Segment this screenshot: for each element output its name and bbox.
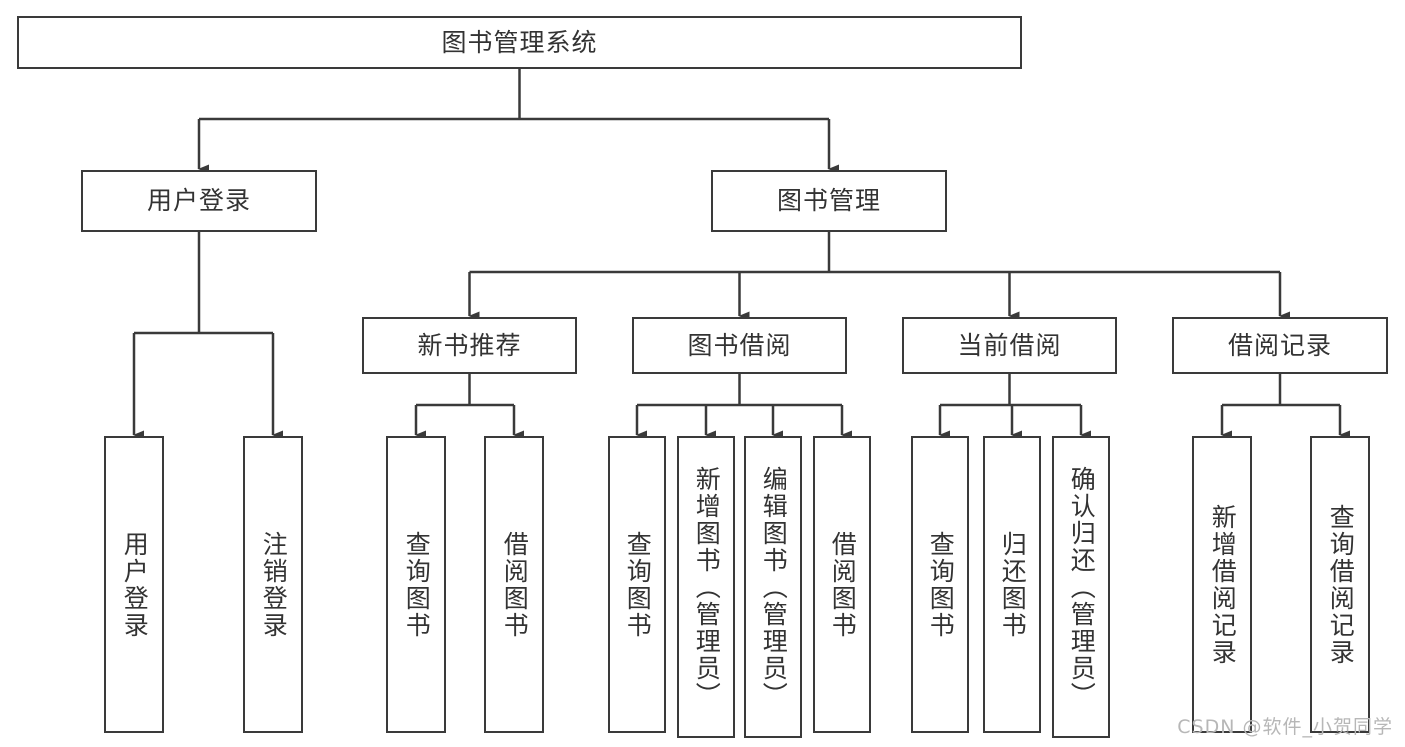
node-leaf-nb-borrow[interactable]: 借阅图书 [484, 436, 544, 733]
node-label: 查询图书 [926, 530, 956, 639]
node-leaf-bw-edit[interactable]: 编辑图书（管理员） [744, 436, 802, 738]
node-label: 借阅记录 [1227, 330, 1332, 360]
node-label: 编辑图书（管理员） [759, 465, 789, 709]
node-label: 借阅图书 [828, 530, 858, 639]
node-borrow[interactable]: 图书借阅 [632, 317, 847, 374]
node-label: 借阅图书 [500, 530, 530, 639]
node-leaf-user-logout[interactable]: 注销登录 [243, 436, 303, 733]
node-login[interactable]: 用户登录 [81, 170, 317, 232]
node-label: 新增借阅记录 [1208, 503, 1238, 666]
node-label: 图书管理 [776, 186, 881, 216]
edges-group [132, 69, 1350, 440]
node-current[interactable]: 当前借阅 [902, 317, 1117, 374]
node-leaf-rec-query[interactable]: 查询借阅记录 [1310, 436, 1370, 733]
node-leaf-bw-query[interactable]: 查询图书 [608, 436, 666, 733]
node-label: 注销登录 [259, 530, 289, 639]
node-leaf-cur-confirm[interactable]: 确认归还（管理员） [1052, 436, 1110, 738]
node-root[interactable]: 图书管理系统 [17, 16, 1022, 69]
node-label: 新增图书（管理员） [692, 465, 722, 709]
node-leaf-cur-return[interactable]: 归还图书 [983, 436, 1041, 733]
node-label: 用户登录 [146, 186, 251, 216]
node-label: 图书管理系统 [441, 27, 598, 57]
node-label: 查询借阅记录 [1326, 503, 1356, 666]
node-label: 用户登录 [120, 530, 150, 639]
node-leaf-cur-query[interactable]: 查询图书 [911, 436, 969, 733]
node-leaf-rec-add[interactable]: 新增借阅记录 [1192, 436, 1252, 733]
node-records[interactable]: 借阅记录 [1172, 317, 1388, 374]
node-label: 图书借阅 [687, 330, 792, 360]
node-label: 当前借阅 [957, 330, 1062, 360]
node-label: 归还图书 [998, 530, 1028, 639]
node-label: 查询图书 [402, 530, 432, 639]
node-leaf-user-login[interactable]: 用户登录 [104, 436, 164, 733]
node-leaf-nb-query[interactable]: 查询图书 [386, 436, 446, 733]
node-newbook[interactable]: 新书推荐 [362, 317, 577, 374]
node-label: 查询图书 [623, 530, 653, 639]
node-bookmgmt[interactable]: 图书管理 [711, 170, 947, 232]
csdn-watermark: CSDN @软件_小贺同学 [1177, 716, 1393, 738]
node-label: 新书推荐 [417, 330, 522, 360]
node-leaf-bw-borrow[interactable]: 借阅图书 [813, 436, 871, 733]
node-leaf-bw-add[interactable]: 新增图书（管理员） [677, 436, 735, 738]
node-label: 确认归还（管理员） [1067, 465, 1097, 709]
